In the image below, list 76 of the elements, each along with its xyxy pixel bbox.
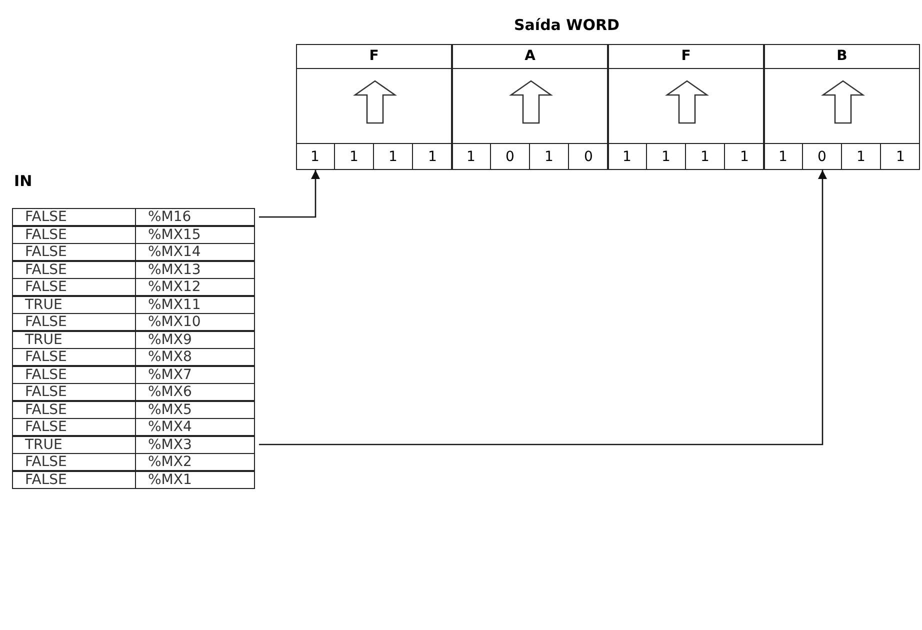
bit-cell: 1 (725, 143, 764, 170)
table-row (12, 313, 255, 331)
state-cell: FALSE (13, 226, 136, 242)
address-cell-text: %MX5 (147, 402, 192, 418)
table-row (12, 418, 255, 436)
table-row (12, 226, 255, 244)
address-cell-text: %MX8 (147, 349, 192, 365)
address-cell-text: %MX14 (147, 244, 201, 260)
bit-cell: 1 (296, 143, 335, 170)
state-cell: FALSE (13, 454, 136, 470)
state-cell: TRUE (13, 296, 136, 312)
table-row (12, 296, 255, 314)
table-row (12, 278, 255, 296)
hex-digit: A (524, 47, 536, 66)
address-cell-text: %M16 (147, 209, 192, 225)
state-cell: FALSE (13, 402, 136, 418)
bit-cell: 1 (881, 143, 920, 170)
bit-cell: 1 (608, 143, 647, 170)
address-cell-text: %MX10 (147, 314, 201, 330)
nibble-panel (764, 44, 920, 170)
bit-cell: 1 (764, 143, 803, 170)
bit-cell: 1 (413, 143, 452, 170)
address-cell-text: %MX6 (147, 384, 192, 400)
state-cell: TRUE (13, 436, 136, 452)
state-cell: FALSE (13, 262, 136, 278)
nibble-panel (296, 44, 452, 170)
state-cell: FALSE (13, 349, 136, 365)
bit-cell: 1 (647, 143, 686, 170)
bit-cell: 1 (530, 143, 569, 170)
table-title: IN (14, 172, 32, 190)
state-cell: TRUE (13, 332, 136, 348)
state-cell: FALSE (13, 279, 136, 295)
address-cell-text: %MX3 (147, 436, 192, 452)
address-cell-text: %MX11 (147, 296, 201, 312)
state-cell: FALSE (13, 384, 136, 400)
bit-cell: 1 (335, 143, 374, 170)
hex-digit: B (836, 47, 848, 66)
bit-cell: 0 (569, 143, 608, 170)
table-row (12, 330, 255, 348)
bit-cell: 0 (491, 143, 530, 170)
hex-digit: F (369, 47, 379, 66)
bit-cell: 1 (374, 143, 413, 170)
table-row (12, 208, 255, 226)
address-cell-text: %MX9 (147, 332, 192, 348)
bit-cell: 0 (803, 143, 842, 170)
address-cell-text: %MX4 (147, 419, 192, 435)
address-cell-text: %MX13 (147, 262, 201, 278)
table-row (12, 383, 255, 401)
table-row (12, 453, 255, 471)
address-cell-text: %MX1 (147, 472, 192, 488)
state-cell: FALSE (13, 244, 136, 260)
state-cell: FALSE (13, 209, 136, 225)
arrow (259, 170, 320, 218)
table-row (12, 260, 255, 278)
bit-cell: 1 (686, 143, 725, 170)
state-cell: FALSE (13, 472, 136, 488)
address-cell-text: %MX12 (147, 279, 201, 295)
address-cell-text: %MX15 (147, 226, 201, 242)
bit-cell: 1 (452, 143, 491, 170)
nibble-panel (452, 44, 608, 170)
address-cell-text: %MX2 (147, 454, 192, 470)
state-cell: FALSE (13, 366, 136, 382)
hex-digit: F (681, 47, 691, 66)
address-cell-text: %MX7 (147, 366, 192, 382)
table-row (12, 243, 255, 261)
state-cell: FALSE (13, 419, 136, 435)
bit-cell: 1 (842, 143, 881, 170)
state-cell: FALSE (13, 314, 136, 330)
table-row (12, 348, 255, 366)
table-row (12, 436, 255, 454)
table-row (12, 470, 255, 488)
word-title: Saída WORD (514, 16, 620, 34)
nibble-panel (608, 44, 764, 170)
arrow (259, 170, 828, 446)
table-row (12, 366, 255, 384)
table-row (12, 400, 255, 418)
